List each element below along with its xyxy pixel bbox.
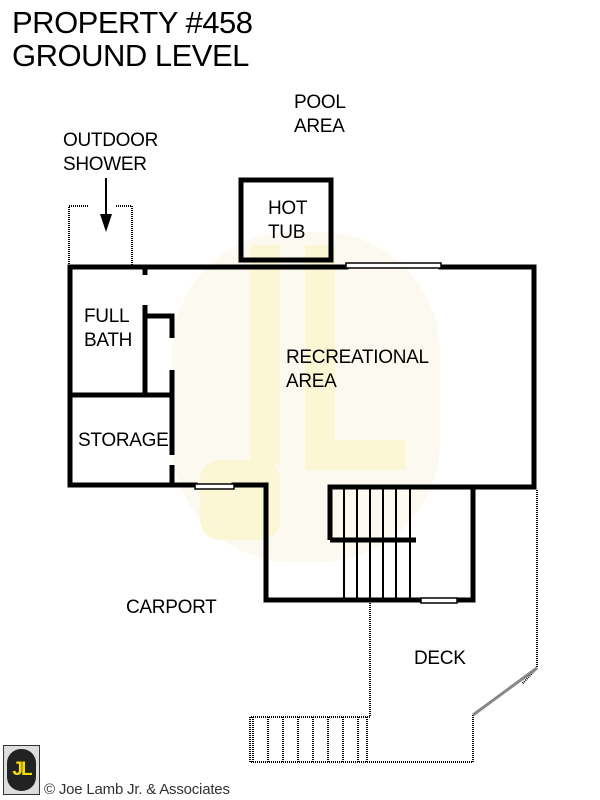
label-carport: CARPORT xyxy=(126,597,217,618)
staircase xyxy=(327,484,473,600)
label-storage: STORAGE xyxy=(78,430,169,451)
label-recreational-area: RECREATIONAL AREA xyxy=(286,347,429,392)
page-title: PROPERTY #458 GROUND LEVEL xyxy=(12,6,253,72)
company-logo: JL xyxy=(3,745,40,795)
deck-diagonal-edge xyxy=(472,666,538,717)
watermark-logo xyxy=(172,232,440,562)
shower-arrow-icon xyxy=(100,178,112,232)
outdoor-shower-enclosure xyxy=(68,205,133,266)
copyright-notice: © Joe Lamb Jr. & Associates xyxy=(44,781,230,798)
label-deck: DECK xyxy=(414,648,466,669)
label-full-bath: FULL BATH xyxy=(84,306,133,351)
title-line-property: PROPERTY #458 xyxy=(12,5,253,40)
title-line-level: GROUND LEVEL xyxy=(12,38,249,73)
label-outdoor-shower: OUTDOOR SHOWER xyxy=(63,130,159,175)
windows xyxy=(194,262,458,604)
hot-tub-outline xyxy=(238,177,334,263)
interior-walls xyxy=(70,267,175,485)
label-pool-area: POOL AREA xyxy=(294,92,346,137)
label-hot-tub: HOT TUB xyxy=(268,198,308,243)
logo-mark: JL xyxy=(7,749,36,791)
